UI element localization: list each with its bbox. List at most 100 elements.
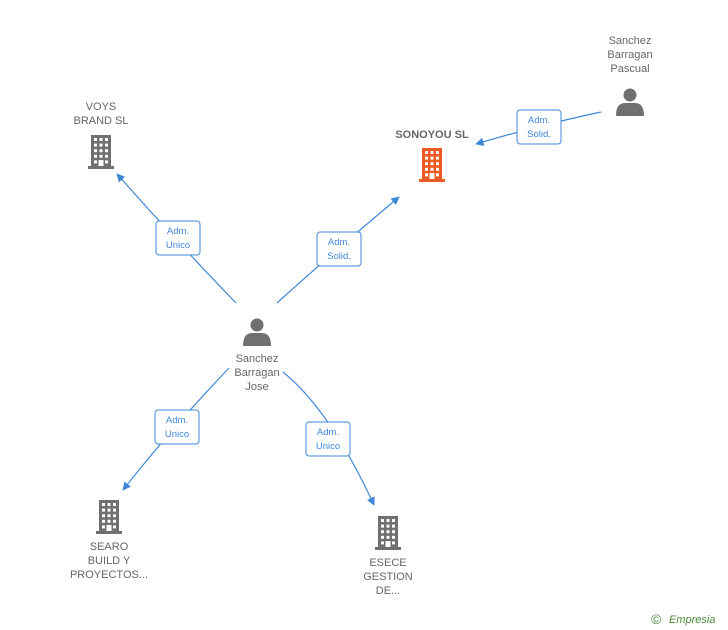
person-body bbox=[243, 333, 271, 346]
building-window bbox=[107, 514, 111, 518]
building-door bbox=[106, 525, 112, 531]
building-window bbox=[392, 524, 395, 528]
relation-label: Adm. bbox=[167, 226, 189, 237]
brand-logo[interactable]: Empresia bbox=[669, 614, 715, 626]
building-window bbox=[94, 149, 97, 153]
building-window bbox=[436, 151, 439, 154]
node-label: SEARO bbox=[90, 541, 129, 553]
relation-badge[interactable]: Adm. Solid. bbox=[516, 109, 562, 145]
building-base bbox=[419, 179, 445, 182]
node-esece[interactable]: ESECEGESTIONDE... bbox=[363, 516, 413, 597]
relation-badge[interactable]: Adm. Unico bbox=[155, 220, 201, 256]
building-window bbox=[430, 162, 434, 166]
node-label: Sanchez bbox=[236, 353, 279, 365]
building-window bbox=[386, 524, 390, 528]
building-window bbox=[113, 519, 116, 523]
relation-label: Solid. bbox=[327, 251, 351, 262]
building-window bbox=[99, 154, 103, 158]
relation-badge[interactable]: Adm.Unico bbox=[305, 421, 351, 457]
node-label: BRAND SL bbox=[73, 115, 128, 127]
building-window bbox=[430, 167, 434, 171]
building-window bbox=[102, 503, 105, 506]
building-window bbox=[386, 535, 390, 539]
building-window bbox=[381, 530, 384, 534]
node-label: PROYECTOS... bbox=[70, 569, 148, 581]
building-window bbox=[425, 162, 428, 166]
relation-jose-searo: Adm.Unico bbox=[122, 367, 230, 491]
node-label: ESECE bbox=[369, 557, 406, 569]
building-base bbox=[375, 547, 401, 550]
building-window bbox=[102, 519, 105, 523]
relation-jose-esece: Adm.Unico bbox=[282, 371, 375, 506]
relation-jose-sonoyou: Adm.Solid. bbox=[276, 196, 400, 304]
building-window bbox=[430, 151, 434, 154]
relation-badge[interactable]: Adm.Unico bbox=[154, 409, 200, 445]
node-sonoyou[interactable]: SONOYOU SL bbox=[395, 129, 469, 182]
building-window bbox=[113, 503, 116, 506]
relation-label: Solid. bbox=[527, 129, 551, 140]
person-head bbox=[623, 88, 637, 102]
building-window bbox=[94, 143, 97, 147]
building-window bbox=[381, 524, 384, 528]
building-window bbox=[102, 525, 105, 529]
node-voys[interactable]: VOYS BRAND SL bbox=[73, 101, 129, 169]
building-window bbox=[392, 530, 395, 534]
node-label: BUILD Y bbox=[88, 555, 131, 567]
node-searo[interactable]: SEARO BUILD Y PROYECTOS... bbox=[70, 500, 148, 581]
relation-label: Unico bbox=[166, 240, 190, 251]
node-label: VOYS bbox=[86, 101, 117, 113]
building-door bbox=[429, 173, 435, 179]
node-label: Barragan bbox=[607, 49, 652, 61]
relation-badge[interactable]: Adm.Solid. bbox=[316, 231, 362, 267]
building-window bbox=[105, 138, 108, 141]
building-window bbox=[94, 154, 97, 158]
building-icon[interactable] bbox=[375, 516, 401, 550]
building-window bbox=[113, 514, 116, 518]
building-window bbox=[105, 143, 108, 147]
building-window bbox=[99, 143, 103, 147]
building-window bbox=[386, 530, 390, 534]
building-window bbox=[102, 514, 105, 518]
building-window bbox=[436, 156, 439, 160]
building-icon[interactable] bbox=[88, 135, 114, 169]
building-window bbox=[386, 519, 390, 522]
building-window bbox=[381, 541, 384, 545]
building-window bbox=[105, 160, 108, 164]
building-icon[interactable] bbox=[96, 500, 122, 534]
building-window bbox=[425, 151, 428, 154]
building-icon[interactable] bbox=[419, 148, 445, 182]
building-window bbox=[99, 138, 103, 141]
building-window bbox=[102, 508, 105, 512]
footer: © Empresia bbox=[651, 611, 715, 627]
relation-label: Adm. bbox=[317, 427, 339, 438]
node-label: Jose bbox=[245, 381, 268, 393]
relation-badge-box bbox=[154, 409, 200, 445]
node-label: Pascual bbox=[610, 63, 649, 75]
building-window bbox=[425, 156, 428, 160]
node-label: Barragan bbox=[234, 367, 279, 379]
relation-label: Unico bbox=[165, 429, 189, 440]
building-window bbox=[107, 503, 111, 506]
relation-jose-voys: Adm. Unico bbox=[116, 173, 237, 304]
relation-badge-box bbox=[305, 421, 351, 457]
node-label: GESTION bbox=[363, 571, 413, 583]
building-door bbox=[98, 160, 104, 166]
building-window bbox=[381, 519, 384, 522]
node-label: SONOYOU SL bbox=[395, 129, 469, 141]
person-icon[interactable] bbox=[616, 88, 644, 117]
person-head bbox=[250, 318, 264, 332]
building-window bbox=[392, 541, 395, 545]
relation-pascual-sonoyou: Adm. Solid. bbox=[475, 109, 602, 146]
relation-badge-box bbox=[516, 109, 562, 145]
relation-label: Adm. bbox=[528, 115, 550, 126]
building-window bbox=[381, 535, 384, 539]
building-base bbox=[96, 531, 122, 534]
node-label: Sanchez bbox=[609, 35, 652, 47]
person-icon[interactable] bbox=[243, 318, 271, 347]
building-window bbox=[105, 149, 108, 153]
